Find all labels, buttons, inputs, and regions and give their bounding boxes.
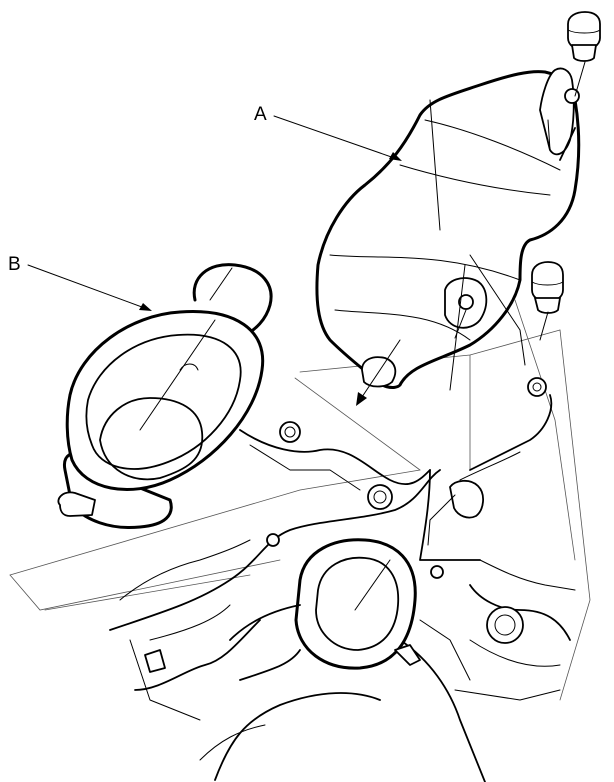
callout-a-label: A xyxy=(254,104,267,125)
upper-clip xyxy=(567,11,601,62)
callout-a: A xyxy=(254,104,402,161)
callout-b-label: B xyxy=(8,254,21,275)
lower-clip xyxy=(531,261,564,314)
intake-duct-b xyxy=(57,263,273,530)
callout-b: B xyxy=(8,254,152,311)
engine-structure xyxy=(9,299,591,782)
air-box-cover-a xyxy=(315,67,581,391)
removal-arrows xyxy=(356,61,586,406)
